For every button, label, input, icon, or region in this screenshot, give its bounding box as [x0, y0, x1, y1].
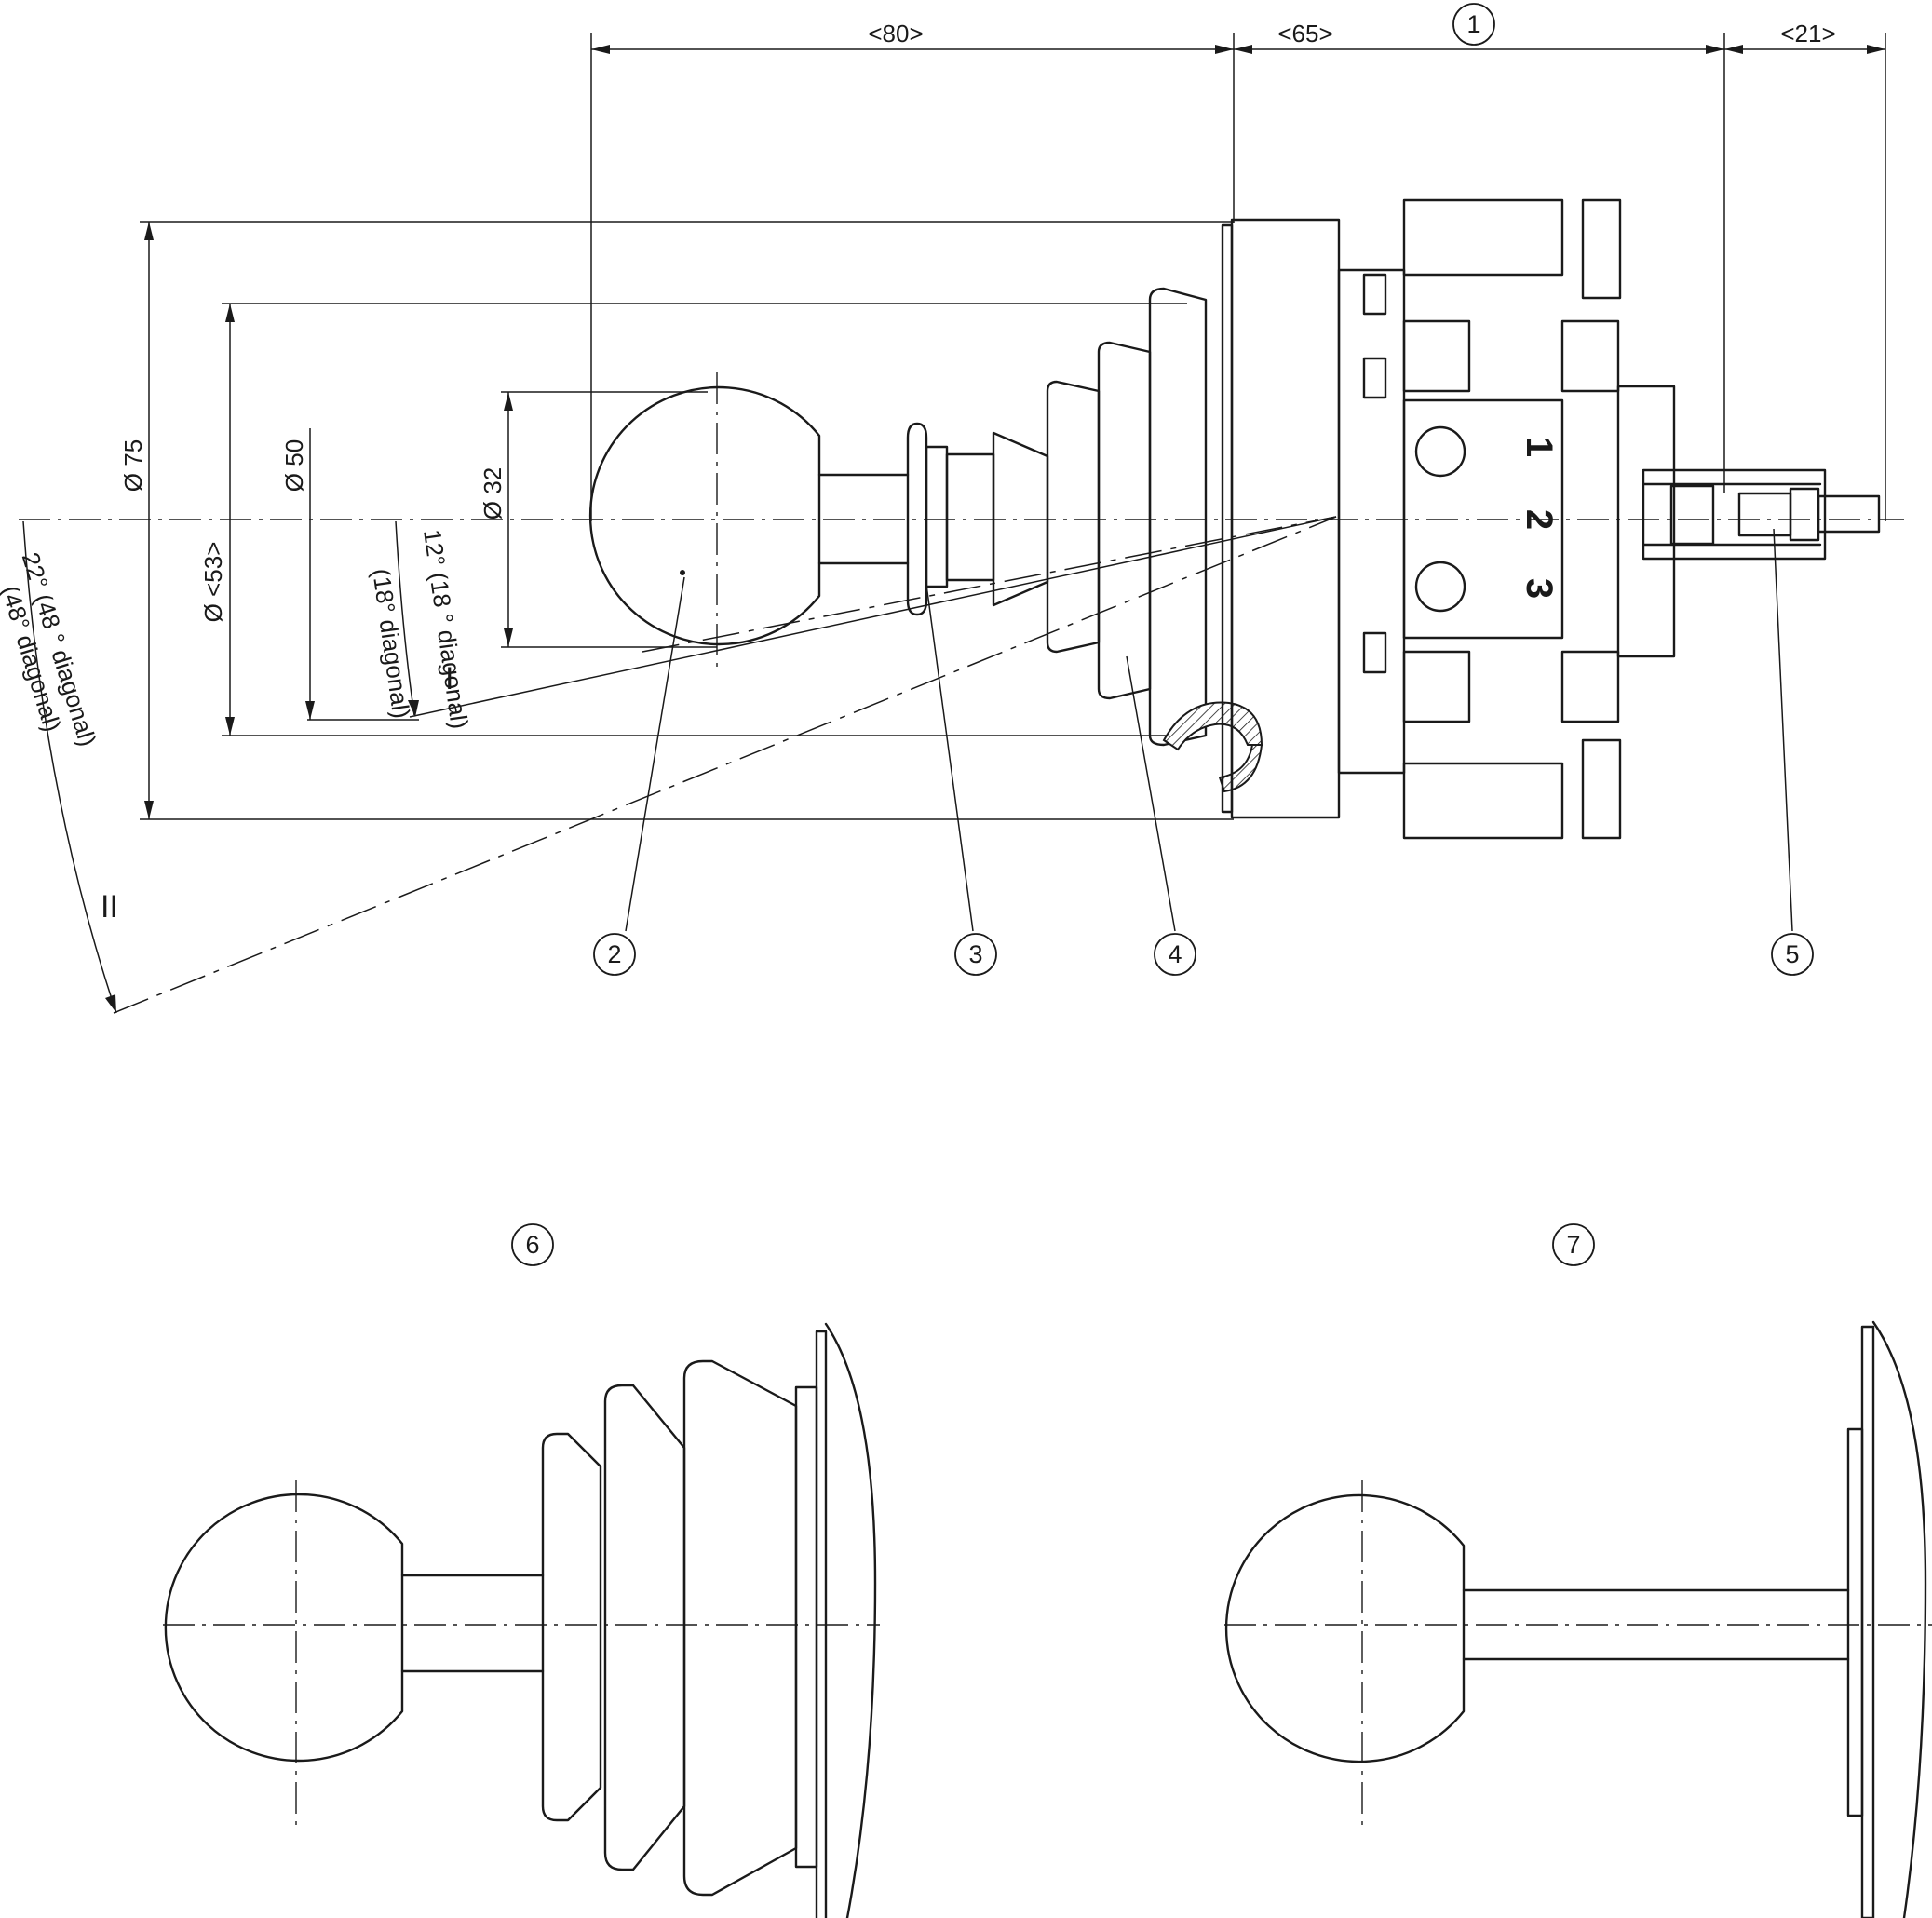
bellows-stage-3 — [1148, 287, 1208, 747]
callout-7: 7 — [1566, 1231, 1580, 1259]
collar — [906, 422, 928, 616]
dimension-80: <80> — [868, 20, 923, 47]
dimension-dia53: Ø <53> — [199, 542, 227, 623]
callout-3: 3 — [968, 940, 982, 968]
angle-12-sub-label: (18° diagonal) — [367, 567, 415, 721]
callout-1: 1 — [1466, 10, 1480, 38]
angle-12-label: 12° (18 ° diagonal) — [418, 528, 474, 731]
contact-1-label: 1 — [1519, 437, 1560, 457]
contact-2-label: 2 — [1519, 509, 1560, 530]
callout-leaders — [625, 528, 1793, 932]
top-dimensions: <80> <65> <21> — [590, 20, 1886, 521]
dimension-dia75: Ø 75 — [119, 439, 147, 492]
dimension-21: <21> — [1780, 20, 1835, 47]
callout-5: 5 — [1785, 940, 1799, 968]
variant-7-drawing — [1224, 1320, 1932, 1918]
variant-6-drawing — [163, 1322, 880, 1918]
dimension-65: <65> — [1277, 20, 1332, 47]
zone-two-label: II — [101, 889, 118, 925]
callout-2: 2 — [607, 940, 621, 968]
zone-one-label: I — [445, 661, 453, 696]
dimension-dia50: Ø 50 — [280, 439, 308, 492]
callout-4: 4 — [1168, 940, 1182, 968]
contact-block — [1402, 398, 1564, 640]
bellows-section — [1162, 701, 1263, 751]
callout-bubbles: 1 2 3 4 5 6 7 — [511, 3, 1814, 1266]
bellows-stage-2 — [1097, 341, 1152, 700]
ball-knob — [588, 385, 821, 646]
plunger — [1642, 468, 1827, 561]
callout-6: 6 — [525, 1231, 539, 1259]
contact-3-label: 3 — [1519, 578, 1560, 599]
dimension-dia32: Ø 32 — [479, 467, 507, 520]
joystick-assembly: 1 2 3 — [588, 198, 1881, 840]
diameter-dimensions: Ø 75 Ø <53> Ø 50 Ø 32 — [119, 221, 1234, 820]
bellows-stage-1 — [1046, 380, 1101, 654]
